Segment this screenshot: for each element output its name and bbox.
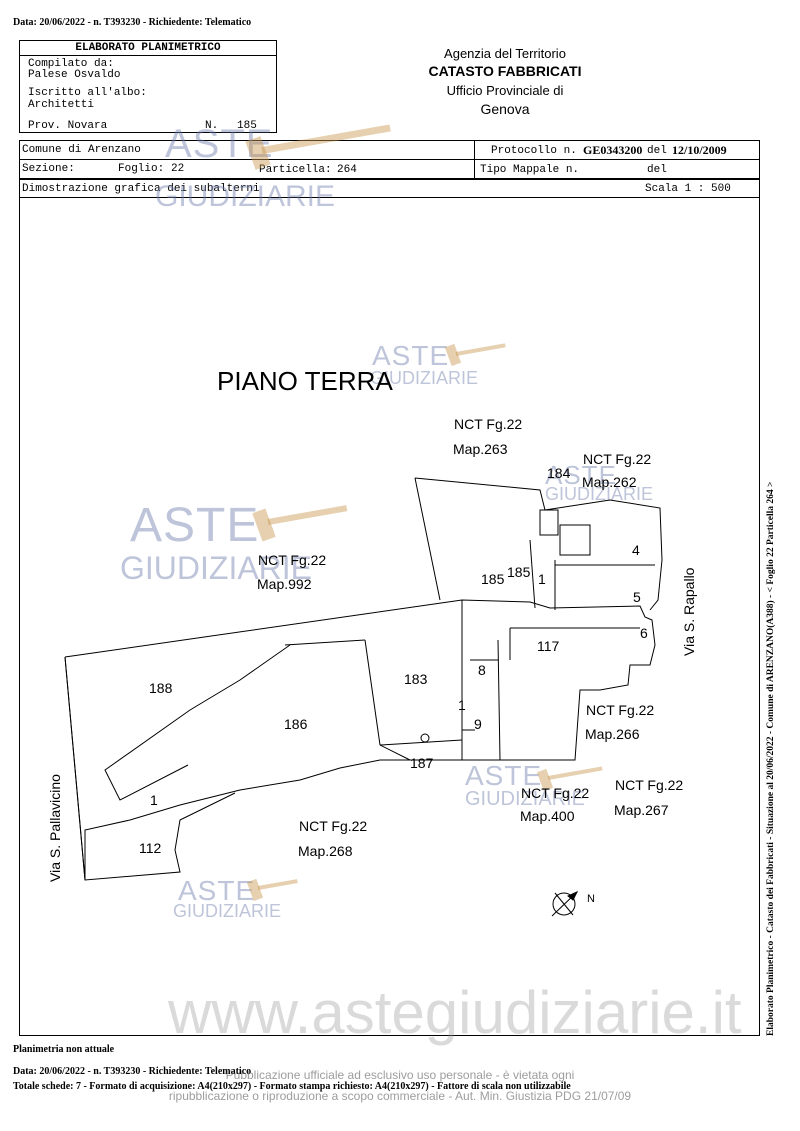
watermark-giudiziarie: GIUDIZIARIE [173, 901, 282, 921]
n-label: N. [205, 120, 219, 132]
watermark-giudiziarie: GIUDIZIARIE [545, 484, 654, 504]
watermark-aste: ASTE [465, 760, 543, 791]
label-map268: Map.268 [298, 843, 353, 859]
label-via-rapallo: Via S. Rapallo [681, 567, 697, 656]
sub-1: 1 [150, 792, 158, 808]
footer-line2: Totale schede: 7 - Formato di acquisizio… [13, 1081, 571, 1092]
sub-117: 117 [537, 638, 560, 654]
watermark-aste: ASTE [130, 499, 260, 552]
footer-line1: Data: 20/06/2022 - n. T393230 - Richiede… [13, 1066, 252, 1077]
sub-5: 5 [633, 589, 641, 605]
sub-8: 8 [478, 662, 486, 678]
compilato-label: Compilato da: [28, 58, 114, 70]
comune: Comune di Arenzano [22, 144, 141, 156]
del2-label: del [647, 164, 667, 176]
prov-label: Prov. Novara [28, 120, 108, 132]
particella-label: Particella: [259, 164, 332, 176]
tipo-mappale-label: Tipo Mappale n. [480, 164, 580, 176]
watermark-aste: ASTE [372, 340, 450, 371]
sub-1: 1 [538, 571, 546, 587]
sub-184: 184 [547, 465, 571, 481]
watermark-giudiziarie: GIUDIZIARIE [465, 788, 586, 810]
label-fg22-268: NCT Fg.22 [299, 818, 368, 834]
scala: Scala 1 : 500 [645, 183, 731, 195]
plan-frame [19, 179, 760, 1036]
watermark-giudiziarie: GIUDIZIARIE [370, 368, 479, 388]
agency-line3: Ufficio Provinciale di [446, 83, 564, 98]
watermark-aste: ASTE [545, 460, 617, 490]
watermark-giudiziarie: GIUDIZIARIE [120, 550, 313, 586]
watermark-notice1: Pubblicazione ufficiale ad esclusivo uso… [225, 1068, 575, 1082]
protocollo-label: Protocollo n. [491, 145, 577, 157]
watermark-aste: ASTE [165, 122, 274, 166]
label-map992: Map.992 [257, 576, 312, 592]
protocollo-date: 12/10/2009 [672, 143, 727, 157]
sub-112: 112 [139, 840, 162, 856]
header-line: Data: 20/06/2022 - n. T393230 - Richiede… [13, 17, 252, 28]
watermark-aste: ASTE [178, 875, 256, 906]
label-map262: Map.262 [582, 474, 637, 490]
sub-185: 185 [507, 564, 531, 580]
agency-line1: Agenzia del Territorio [444, 46, 566, 61]
sub-9: 9 [474, 716, 482, 732]
sub-186: 186 [284, 716, 308, 732]
label-fg22-266: NCT Fg.22 [586, 702, 655, 718]
n-value: 185 [237, 120, 257, 132]
agency-line4: Genova [480, 101, 530, 117]
sub-6: 6 [640, 625, 648, 641]
label-fg22-400: NCT Fg.22 [521, 785, 590, 801]
label-map267: Map.267 [614, 802, 669, 818]
sub-183: 183 [404, 671, 428, 687]
form-title: ELABORATO PLANIMETRICO [75, 42, 221, 54]
label-fg22-267: NCT Fg.22 [615, 777, 684, 793]
protocollo-value: GE0343200 [583, 143, 643, 157]
label-fg22-992: NCT Fg.22 [258, 552, 327, 568]
dimostrazione: Dimostrazione grafica dei subalterni [22, 183, 260, 195]
label-fg22-263: NCT Fg.22 [454, 416, 523, 432]
watermark-notice2: ripubblicazione o riproduzione a scopo c… [168, 1089, 632, 1103]
north-arrow-icon [551, 890, 579, 917]
watermark-site: www.astegiudiziarie.it [168, 979, 742, 1046]
floor-title: PIANO TERRA [217, 366, 393, 396]
foglio-value: 22 [171, 163, 185, 175]
sub-187: 187 [410, 755, 434, 771]
sub-4: 4 [632, 542, 640, 558]
label-fg22-262: NCT Fg.22 [583, 451, 652, 467]
foglio-label: Foglio: [118, 163, 165, 175]
iscritto-value: Architetti [28, 99, 95, 111]
particella-value: 264 [337, 164, 357, 176]
compilato-value: Palese Osvaldo [28, 69, 121, 81]
del-label: del [647, 145, 667, 157]
watermark-giudiziarie: GIUDIZIARIE [155, 180, 336, 213]
side-note: Elaborato Planimetrico - Catasto dei Fab… [766, 481, 776, 1036]
label-map263: Map.263 [453, 441, 508, 457]
label-via-pallavicino: Via S. Pallavicino [47, 774, 63, 882]
sezione-label: Sezione: [22, 163, 75, 175]
label-map400: Map.400 [520, 808, 575, 824]
label-map266: Map.266 [585, 726, 640, 742]
sub-1: 1 [458, 697, 466, 713]
sub-188: 188 [149, 680, 173, 696]
sub-185: 185 [481, 571, 505, 587]
iscritto-label: Iscritto all'albo: [28, 87, 147, 99]
north-label: N [587, 893, 595, 905]
planimetria-note: Planimetria non attuale [13, 1044, 115, 1055]
form-box [19, 40, 277, 133]
agency-line2: CATASTO FABBRICATI [428, 63, 582, 79]
